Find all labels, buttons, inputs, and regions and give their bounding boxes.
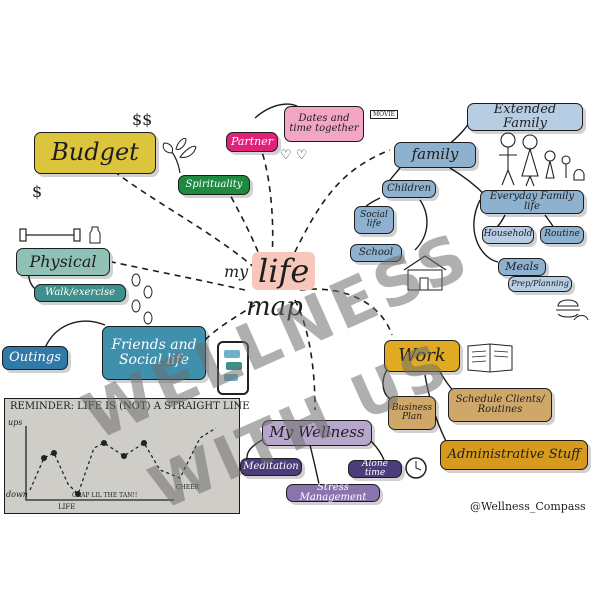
- schedule-routines-node: Schedule Clients/ Routines: [448, 388, 552, 422]
- chart-note: CRAP LIL THE TAN!!: [72, 492, 138, 499]
- social-life-node: Social life: [354, 206, 394, 234]
- alone-time-node: Alone time: [348, 459, 402, 478]
- social-handle: @Wellness_Compass: [470, 500, 586, 513]
- connector-physical: [111, 261, 246, 291]
- prep-planning-node: Prep/Planning: [508, 276, 572, 292]
- bottle-icon: [89, 226, 101, 244]
- leaf-icon: [162, 138, 197, 174]
- hearts-icon: ♡ ♡: [280, 148, 308, 163]
- dollar-icon: $: [32, 182, 43, 201]
- chart-label-ups: ups: [8, 418, 23, 427]
- chart-label-down: down: [6, 490, 28, 499]
- outings-node: Outings: [2, 346, 68, 370]
- partner-node: Partner: [226, 132, 278, 152]
- budget-node: Budget: [34, 132, 156, 174]
- family-drawing-icon: [499, 132, 585, 187]
- notebook-icon: [467, 343, 513, 373]
- meals-node: Meals: [498, 258, 546, 276]
- stress-management-node: Stress Management: [286, 482, 380, 503]
- footprints-icon: [131, 273, 153, 325]
- walk-exercise-node: Walk/exercise: [34, 284, 126, 302]
- my-wellness-node: My Wellness: [262, 420, 372, 446]
- reminder-title: REMINDER: LIFE IS (NOT) A STRAIGHT LINE: [10, 401, 250, 412]
- connector-friends: [204, 304, 256, 341]
- connector-budget: [109, 167, 256, 269]
- food-icon: [556, 299, 589, 321]
- connector-family: [289, 149, 391, 263]
- center-label-life: life: [252, 252, 316, 290]
- connector-spirituality: [224, 184, 263, 263]
- dates-node: Dates and time together: [284, 106, 364, 142]
- clock-icon: [405, 457, 427, 479]
- connector-wellness: [294, 299, 316, 411]
- center-label-my: my: [224, 262, 249, 281]
- phone-icon: [217, 341, 249, 395]
- life-line: [29, 427, 217, 496]
- school-house-icon: [403, 255, 447, 291]
- dollar-icon: $$: [132, 110, 153, 129]
- link-family-everyday: [449, 167, 486, 196]
- link-friends-outings: [44, 320, 106, 349]
- children-node: Children: [382, 180, 436, 198]
- work-node: Work: [384, 340, 460, 372]
- connector-work: [299, 288, 393, 336]
- link-children-school: [414, 199, 428, 251]
- school-node: School: [350, 244, 402, 262]
- dumbbell-icon: [19, 228, 81, 242]
- administrative-stuff-node: Administrative Stuff: [440, 440, 588, 470]
- extended-family-node: Extended Family: [467, 103, 583, 131]
- chart-label-life: LIFE: [58, 503, 76, 511]
- life-line-chart: [25, 426, 217, 501]
- center-label-map: map: [246, 292, 303, 322]
- household-node: Household: [482, 226, 534, 244]
- chart-label-cheer: CHEER: [176, 484, 200, 491]
- movie-ticket-icon: MOVIE: [370, 110, 399, 119]
- meditation-node: Meditation: [240, 458, 302, 476]
- business-plan-node: Business Plan: [388, 396, 436, 430]
- friends-social-node: Friends and Social life: [102, 326, 206, 380]
- physical-node: Physical: [16, 248, 110, 276]
- connector-partner: [261, 151, 274, 259]
- spirituality-node: Spirituality: [178, 175, 250, 195]
- chart-axes: [25, 426, 174, 501]
- family-node: family: [394, 142, 476, 168]
- routine-node: Routine: [540, 226, 584, 244]
- everyday-family-life-node: Everyday Family life: [480, 190, 584, 214]
- link-everyday-meals: [473, 199, 499, 263]
